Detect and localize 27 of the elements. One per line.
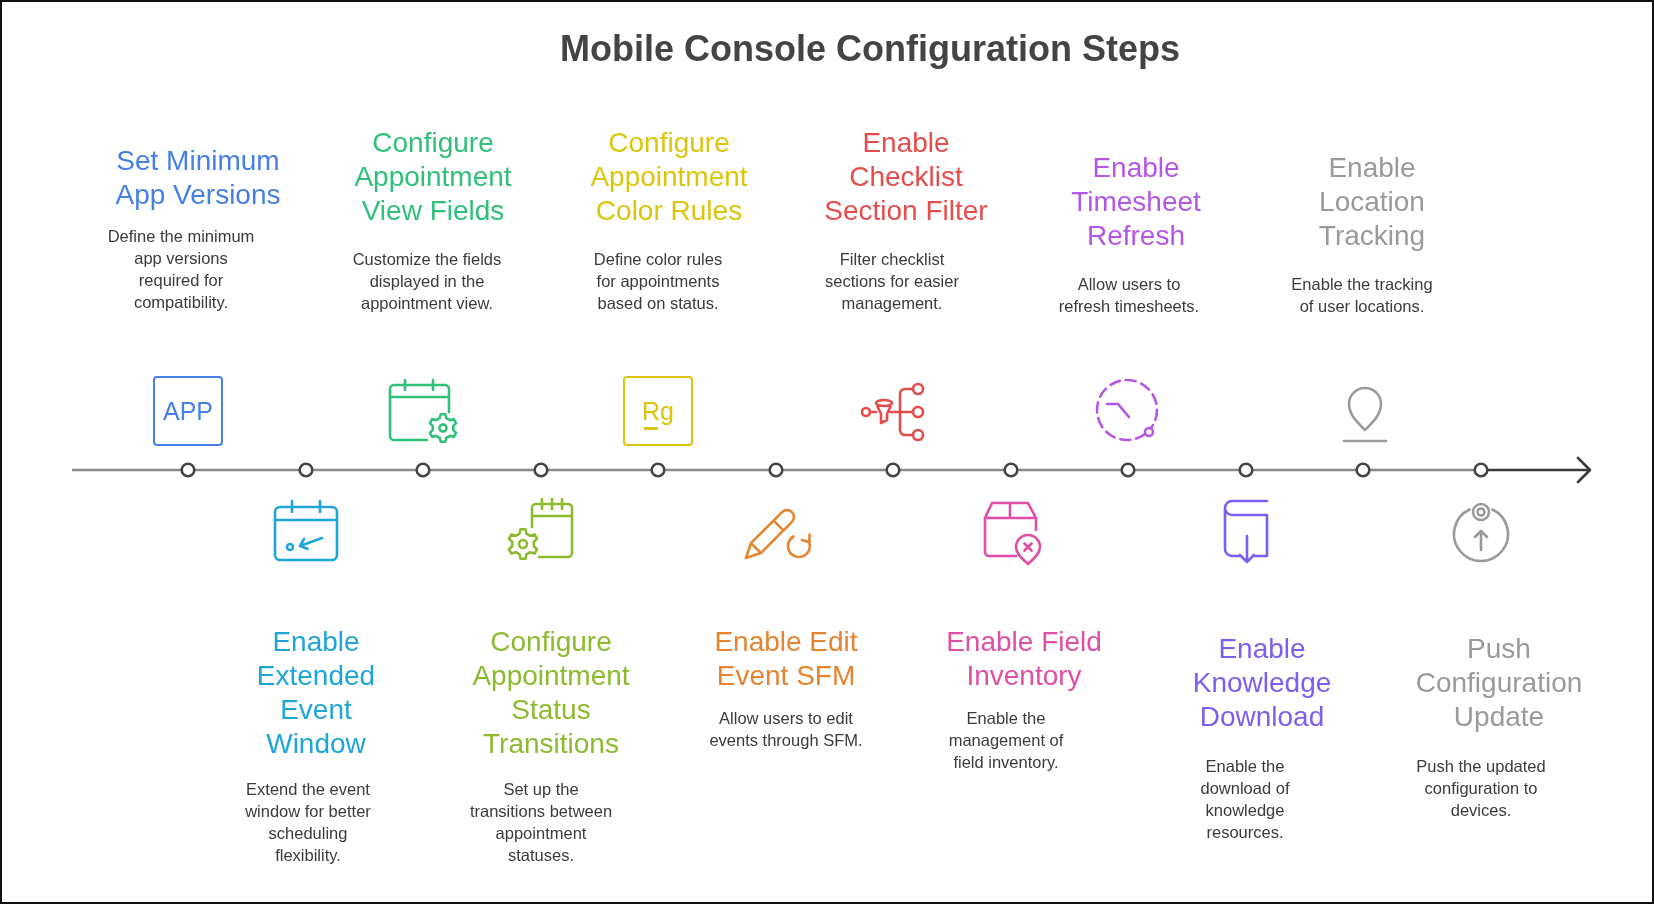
step-title: Configure Appointment Color Rules	[589, 126, 749, 228]
step-title: Enable Checklist Section Filter	[823, 126, 989, 228]
step-title: Enable Knowledge Download	[1191, 632, 1333, 734]
step-description: Define color rules for appointments based on status.	[592, 249, 724, 314]
step-description: Enable the tracking of user locations.	[1290, 274, 1434, 317]
step-title: Enable Field Inventory	[945, 625, 1103, 693]
typography-icon: Rg	[623, 376, 693, 446]
step-title: Enable Extended Event Window	[255, 625, 377, 761]
step-title: Enable Location Tracking	[1317, 151, 1427, 253]
step-title: Push Configuration Update	[1414, 632, 1584, 734]
step-description: Customize the fields displayed in the appointment view.	[351, 249, 503, 314]
step-description: Enable the download of knowledge resources.	[1199, 756, 1291, 843]
diagram-title: Mobile Console Configuration Steps	[560, 27, 1180, 71]
step-description: Allow users to edit events through SFM.	[708, 708, 864, 751]
step-title: Configure Appointment View Fields	[353, 126, 513, 228]
step-description: Filter checklist sections for easier management.	[824, 249, 960, 314]
step-description: Set up the transitions between appointment statuses.	[468, 779, 614, 866]
step-description: Define the minimum app versions required for compatibility.	[106, 226, 256, 313]
step-title: Enable Timesheet Refresh	[1070, 151, 1202, 253]
step-description: Allow users to refresh timesheets.	[1057, 274, 1201, 317]
step-title: Enable Edit Event SFM	[713, 625, 859, 693]
app-icon: APP	[153, 376, 223, 446]
step-title: Set Minimum App Versions	[114, 144, 282, 212]
step-description: Enable the management of field inventory.	[947, 708, 1065, 773]
step-description: Push the updated configuration to devices.	[1415, 756, 1547, 821]
step-description: Extend the event window for better scheduling flexibility.	[244, 779, 372, 866]
step-title: Configure Appointment Status Transitions	[471, 625, 631, 761]
